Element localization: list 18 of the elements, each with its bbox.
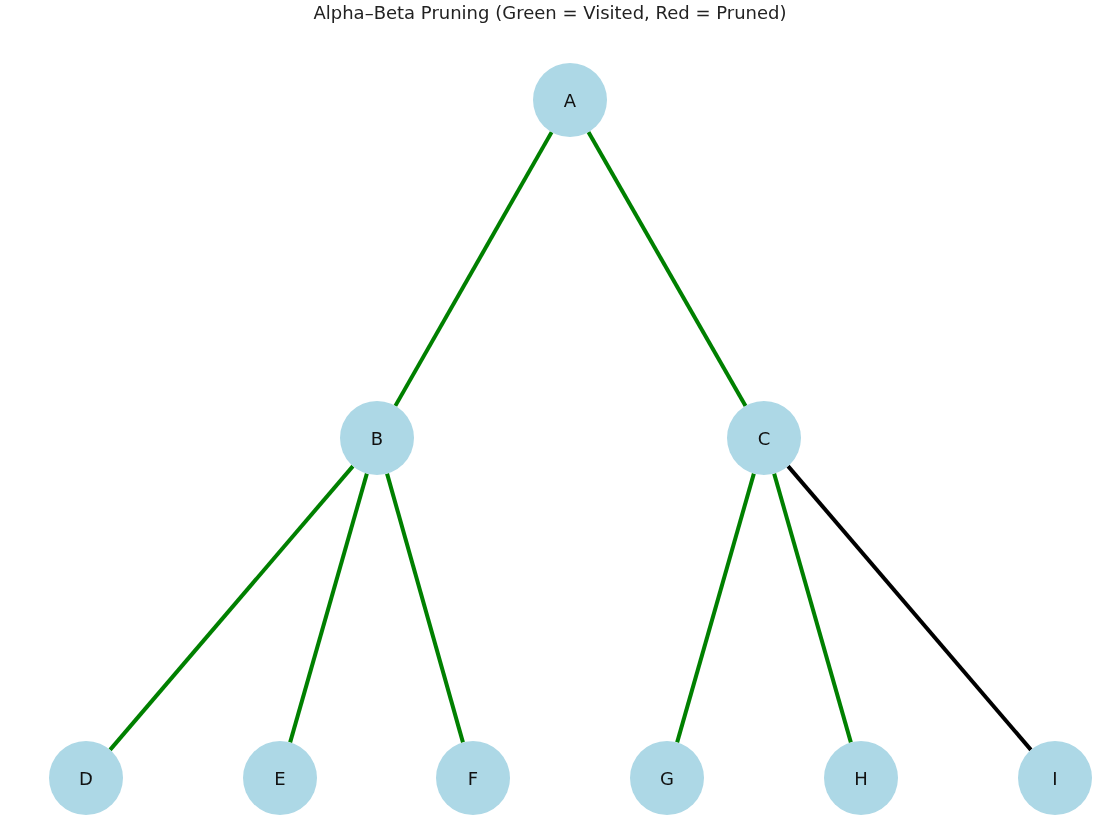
tree-node-circle: C bbox=[727, 401, 801, 475]
tree-edge bbox=[786, 464, 1033, 752]
tree-edge bbox=[393, 131, 554, 407]
tree-node-circle: D bbox=[49, 741, 123, 815]
tree-edge bbox=[288, 473, 369, 743]
tree-node-circle: G bbox=[630, 741, 704, 815]
tree-node-circle: I bbox=[1018, 741, 1092, 815]
tree-node-circle: A bbox=[533, 63, 607, 137]
tree-edge bbox=[675, 473, 756, 743]
tree-node-circle: E bbox=[243, 741, 317, 815]
tree-edge bbox=[385, 473, 465, 743]
tree-edge bbox=[108, 464, 355, 752]
diagram-title: Alpha–Beta Pruning (Green = Visited, Red = Pruned) bbox=[312, 2, 788, 23]
tree-edge bbox=[772, 473, 853, 743]
tree-edge bbox=[586, 131, 748, 407]
tree-node-circle: B bbox=[340, 401, 414, 475]
tree-node-circle: F bbox=[436, 741, 510, 815]
tree-node-circle: H bbox=[824, 741, 898, 815]
